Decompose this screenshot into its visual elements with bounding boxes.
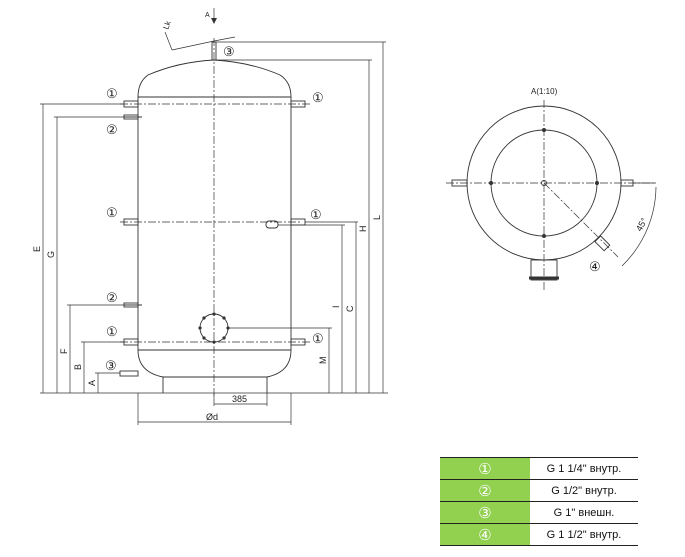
dim-C: C	[345, 305, 355, 312]
marker-1: ①	[106, 324, 118, 339]
marker-1: ①	[106, 86, 118, 101]
legend-marker: ②	[440, 479, 530, 502]
marker-1: ①	[312, 90, 324, 105]
legend-marker: ①	[440, 457, 530, 480]
marker-1: ①	[106, 205, 118, 220]
legend-marker: ③	[440, 501, 530, 524]
legend-spec: G 1/2" внутр.	[530, 479, 638, 502]
marker-4: ④	[589, 259, 601, 274]
legend-spec: G 1 1/2" внутр.	[530, 523, 638, 546]
dim-H: H	[358, 226, 368, 233]
tank-top-view: A(1:10) 45° ④	[446, 87, 657, 290]
marker-3: ③	[223, 44, 235, 59]
dim-B: B	[73, 364, 83, 370]
dim-A: A	[87, 380, 97, 386]
view-marker: A	[205, 12, 210, 19]
marker-3: ③	[105, 358, 117, 373]
diameter-label: Ød	[206, 412, 218, 422]
dim-I: I	[331, 305, 341, 308]
top-view-title: A(1:10)	[531, 87, 558, 96]
marker-1: ①	[310, 207, 322, 222]
legend-spec: G 1 1/4" внутр.	[530, 457, 638, 480]
marker-2: ②	[106, 290, 118, 305]
legend-marker: ④	[440, 523, 530, 546]
dim-E: E	[32, 246, 42, 252]
dim-L: L	[372, 215, 382, 220]
legend-spec: G 1" внешн.	[530, 501, 638, 524]
dim-F: F	[59, 348, 69, 354]
tank-side-view: A Lk E G F B A M I C H L 385 Ød ① ① ② ① …	[32, 8, 388, 425]
marker-1: ①	[312, 331, 324, 346]
dim-G: G	[46, 251, 56, 258]
leg-spacing: 385	[232, 394, 247, 404]
dim-M: M	[318, 357, 328, 365]
marker-2: ②	[106, 122, 118, 137]
lk-label: Lk	[161, 19, 173, 31]
